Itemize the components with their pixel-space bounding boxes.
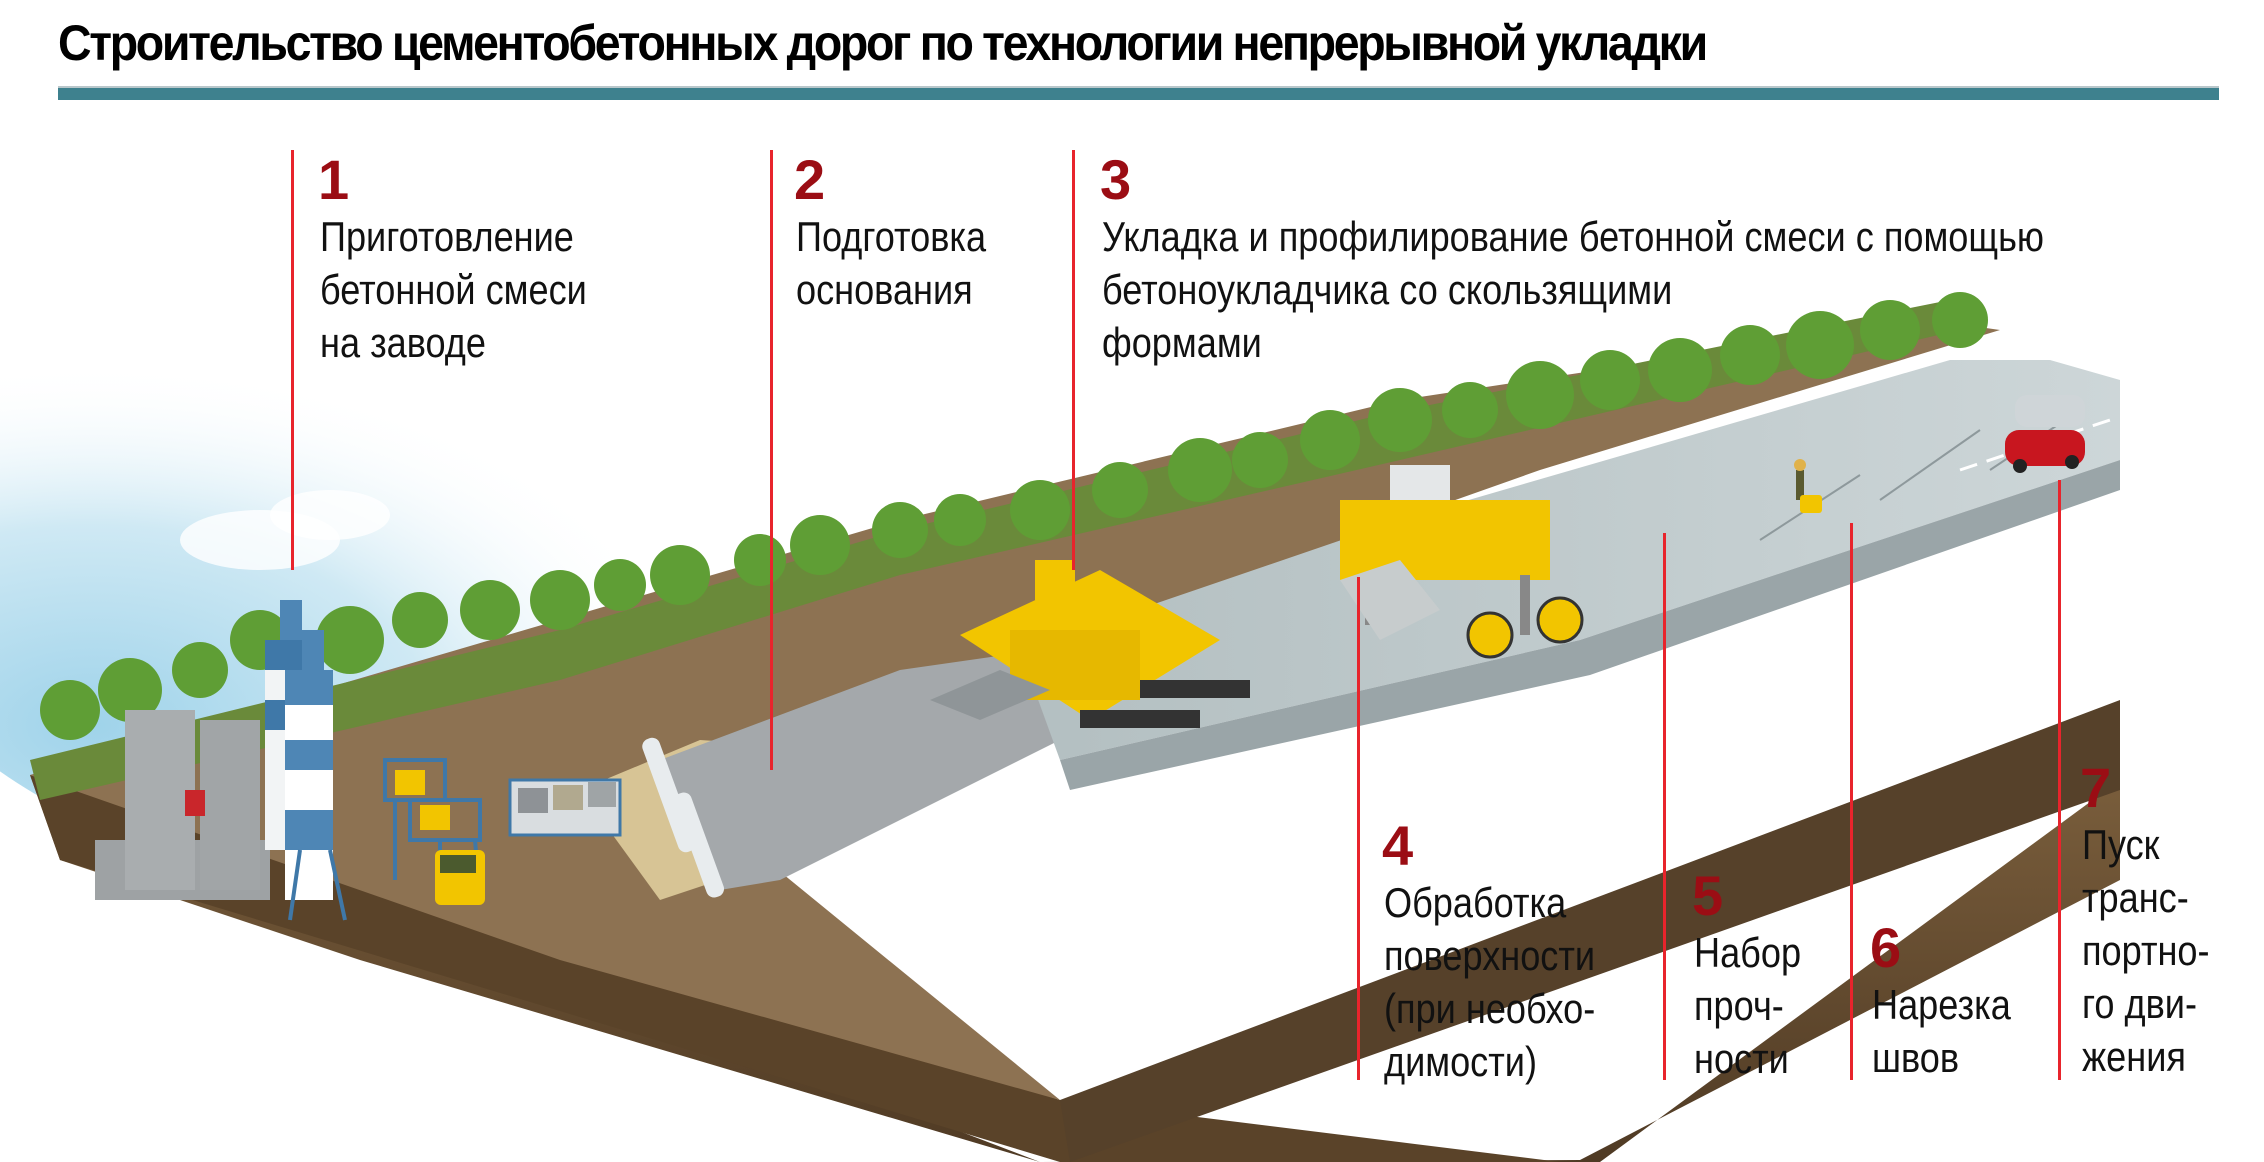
step-5-number: 5 (1692, 864, 1724, 927)
step-6-text: Нарезка швов (1872, 981, 2011, 1081)
page-title: Строительство цементобетонных дорог по т… (58, 15, 1708, 71)
concrete-plant (95, 710, 270, 900)
cars (2005, 395, 2085, 473)
geotextile-roll (642, 737, 725, 898)
leader-line-step-7 (2058, 480, 2061, 1080)
leader-line-step-3 (1072, 150, 1075, 570)
step-7-text: Пуск транс- портно- го дви- жения (2082, 821, 2210, 1080)
slipform-paver (930, 560, 1250, 728)
step-4-text: Обработка поверхности (при необхо- димос… (1384, 879, 1596, 1085)
step-3-number: 3 (1100, 148, 1132, 211)
leader-line-step-2 (770, 150, 773, 770)
hopper (395, 770, 425, 795)
step-2-text: Подготовка основания (796, 213, 987, 313)
step-3-text: Укладка и профилирование бетонной смеси … (1102, 213, 2045, 366)
leader-line-step-1 (291, 150, 294, 570)
step-1-text: Приготовление бетонной смеси на заводе (320, 213, 587, 366)
step-7-number: 7 (2080, 756, 2112, 819)
trees (40, 292, 1988, 740)
dump-truck (435, 850, 485, 905)
step-6-number: 6 (1870, 916, 1902, 979)
leader-line-step-5 (1663, 533, 1666, 1080)
step-1-number: 1 (318, 148, 350, 211)
joint-cutter-worker (1794, 459, 1822, 513)
fresh-concrete-road (1020, 360, 2120, 760)
step-4-number: 4 (1382, 814, 1414, 877)
aggregate-bins (508, 778, 622, 837)
ground-dirt (30, 320, 2000, 1100)
leader-line-step-6 (1850, 523, 1853, 1080)
title-underline-bar (58, 86, 2219, 100)
cement-silos (265, 600, 347, 921)
leader-line-step-4 (1357, 577, 1360, 1080)
texturing-curing-machine (1340, 465, 1584, 659)
step-5-text: Набор проч- ности (1694, 929, 1802, 1082)
road-edge (1060, 460, 2120, 790)
step-2-number: 2 (794, 148, 826, 211)
